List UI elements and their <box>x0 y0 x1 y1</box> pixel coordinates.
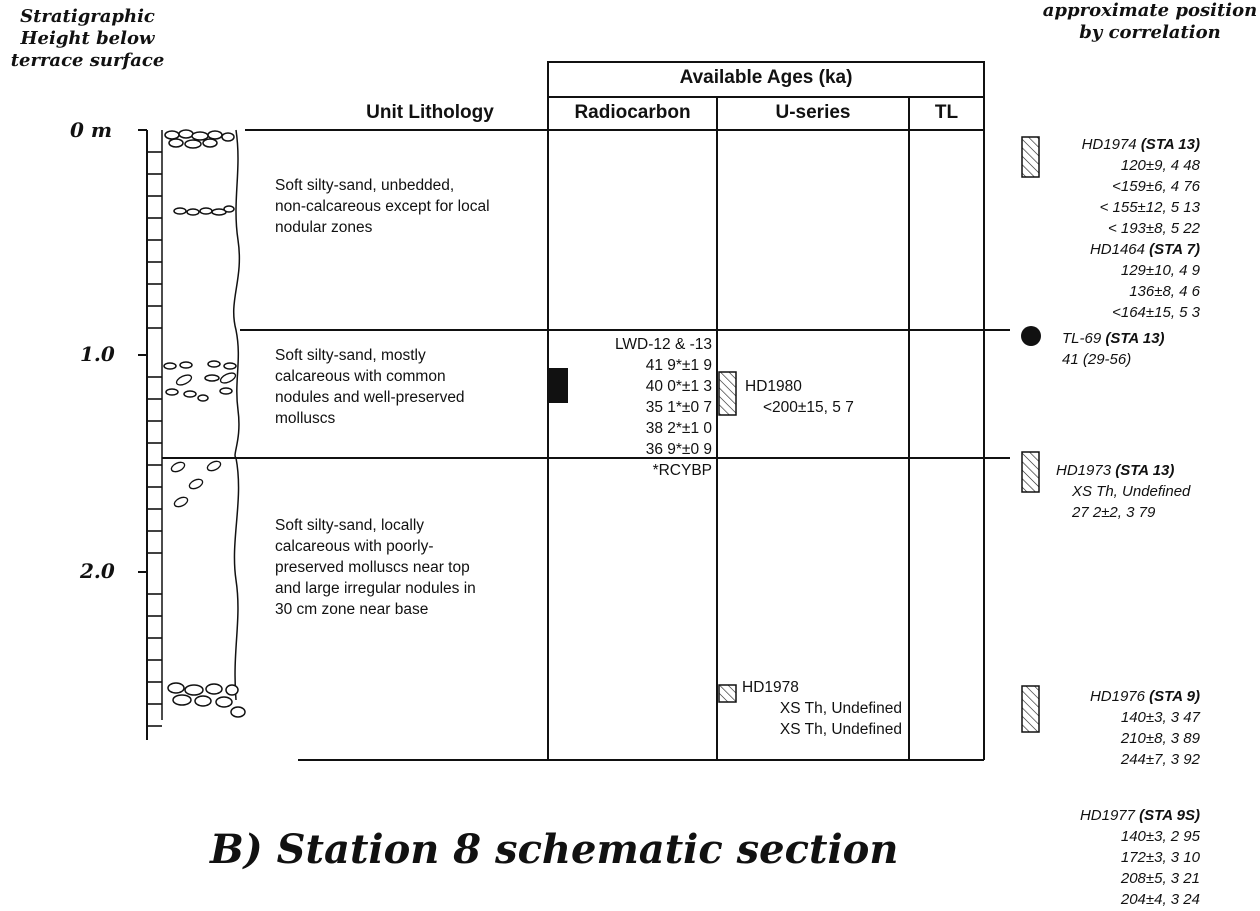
radiocarbon-header: Radiocarbon <box>574 102 691 123</box>
available-ages-header: Available Ages (ka) <box>679 67 853 88</box>
depth-label-0: 0 m <box>70 118 113 142</box>
unit-1-description: Soft silty-sand, unbedded, non-calcareou… <box>275 177 490 236</box>
correlation-hd1977: HD1977 (STA 9S) 140±3, 2 95 172±3, 3 10 … <box>1079 807 1200 908</box>
correlation-hd1973: HD1973 (STA 13) XS Th, Undefined 27 2±2,… <box>1056 462 1191 521</box>
correlation-hatched-markers <box>1021 136 1040 733</box>
mollusc-symbols <box>170 372 237 508</box>
figure-caption: B) Station 8 schematic section <box>210 826 899 873</box>
stratigraphic-height-heading: Stratigraphic Height below terrace surfa… <box>10 6 165 71</box>
table-grid <box>162 61 1010 761</box>
useries-hd1980: HD1980 <200±15, 5 7 <box>745 378 854 416</box>
tl-sample-marker <box>1021 326 1041 346</box>
unit-2-description: Soft silty-sand, mostly calcareous with … <box>275 347 465 427</box>
correlation-heading: approximate position by correlation <box>1042 0 1258 43</box>
radiocarbon-ages: LWD-12 & -13 41 9*±1 9 40 0*±1 3 35 1*±0… <box>614 336 712 479</box>
depth-label-1: 1.0 <box>80 342 115 366</box>
useries-header: U-series <box>775 102 851 123</box>
tl-header: TL <box>934 102 959 123</box>
radiocarbon-range-bar <box>548 368 568 403</box>
unit-3-description: Soft silty-sand, locally calcareous with… <box>275 517 476 618</box>
correlation-hd1976: HD1976 (STA 9) 140±3, 3 47 210±8, 3 89 2… <box>1089 688 1200 768</box>
useries-hatched-markers <box>718 371 737 703</box>
correlation-hd1974-hd1464: HD1974 (STA 13) 120±9, 4 48 <159±6, 4 76… <box>1081 136 1200 321</box>
nodule-symbols <box>163 129 246 718</box>
depth-ticks <box>147 151 162 727</box>
useries-hd1978: HD1978 XS Th, Undefined XS Th, Undefined <box>742 679 902 738</box>
correlation-tl69: TL-69 (STA 13) 41 (29-56) <box>1062 330 1165 368</box>
depth-axis <box>138 129 148 740</box>
depth-label-2: 2.0 <box>80 559 115 583</box>
stratigraphic-column <box>161 129 241 720</box>
unit-lithology-header: Unit Lithology <box>366 102 494 123</box>
